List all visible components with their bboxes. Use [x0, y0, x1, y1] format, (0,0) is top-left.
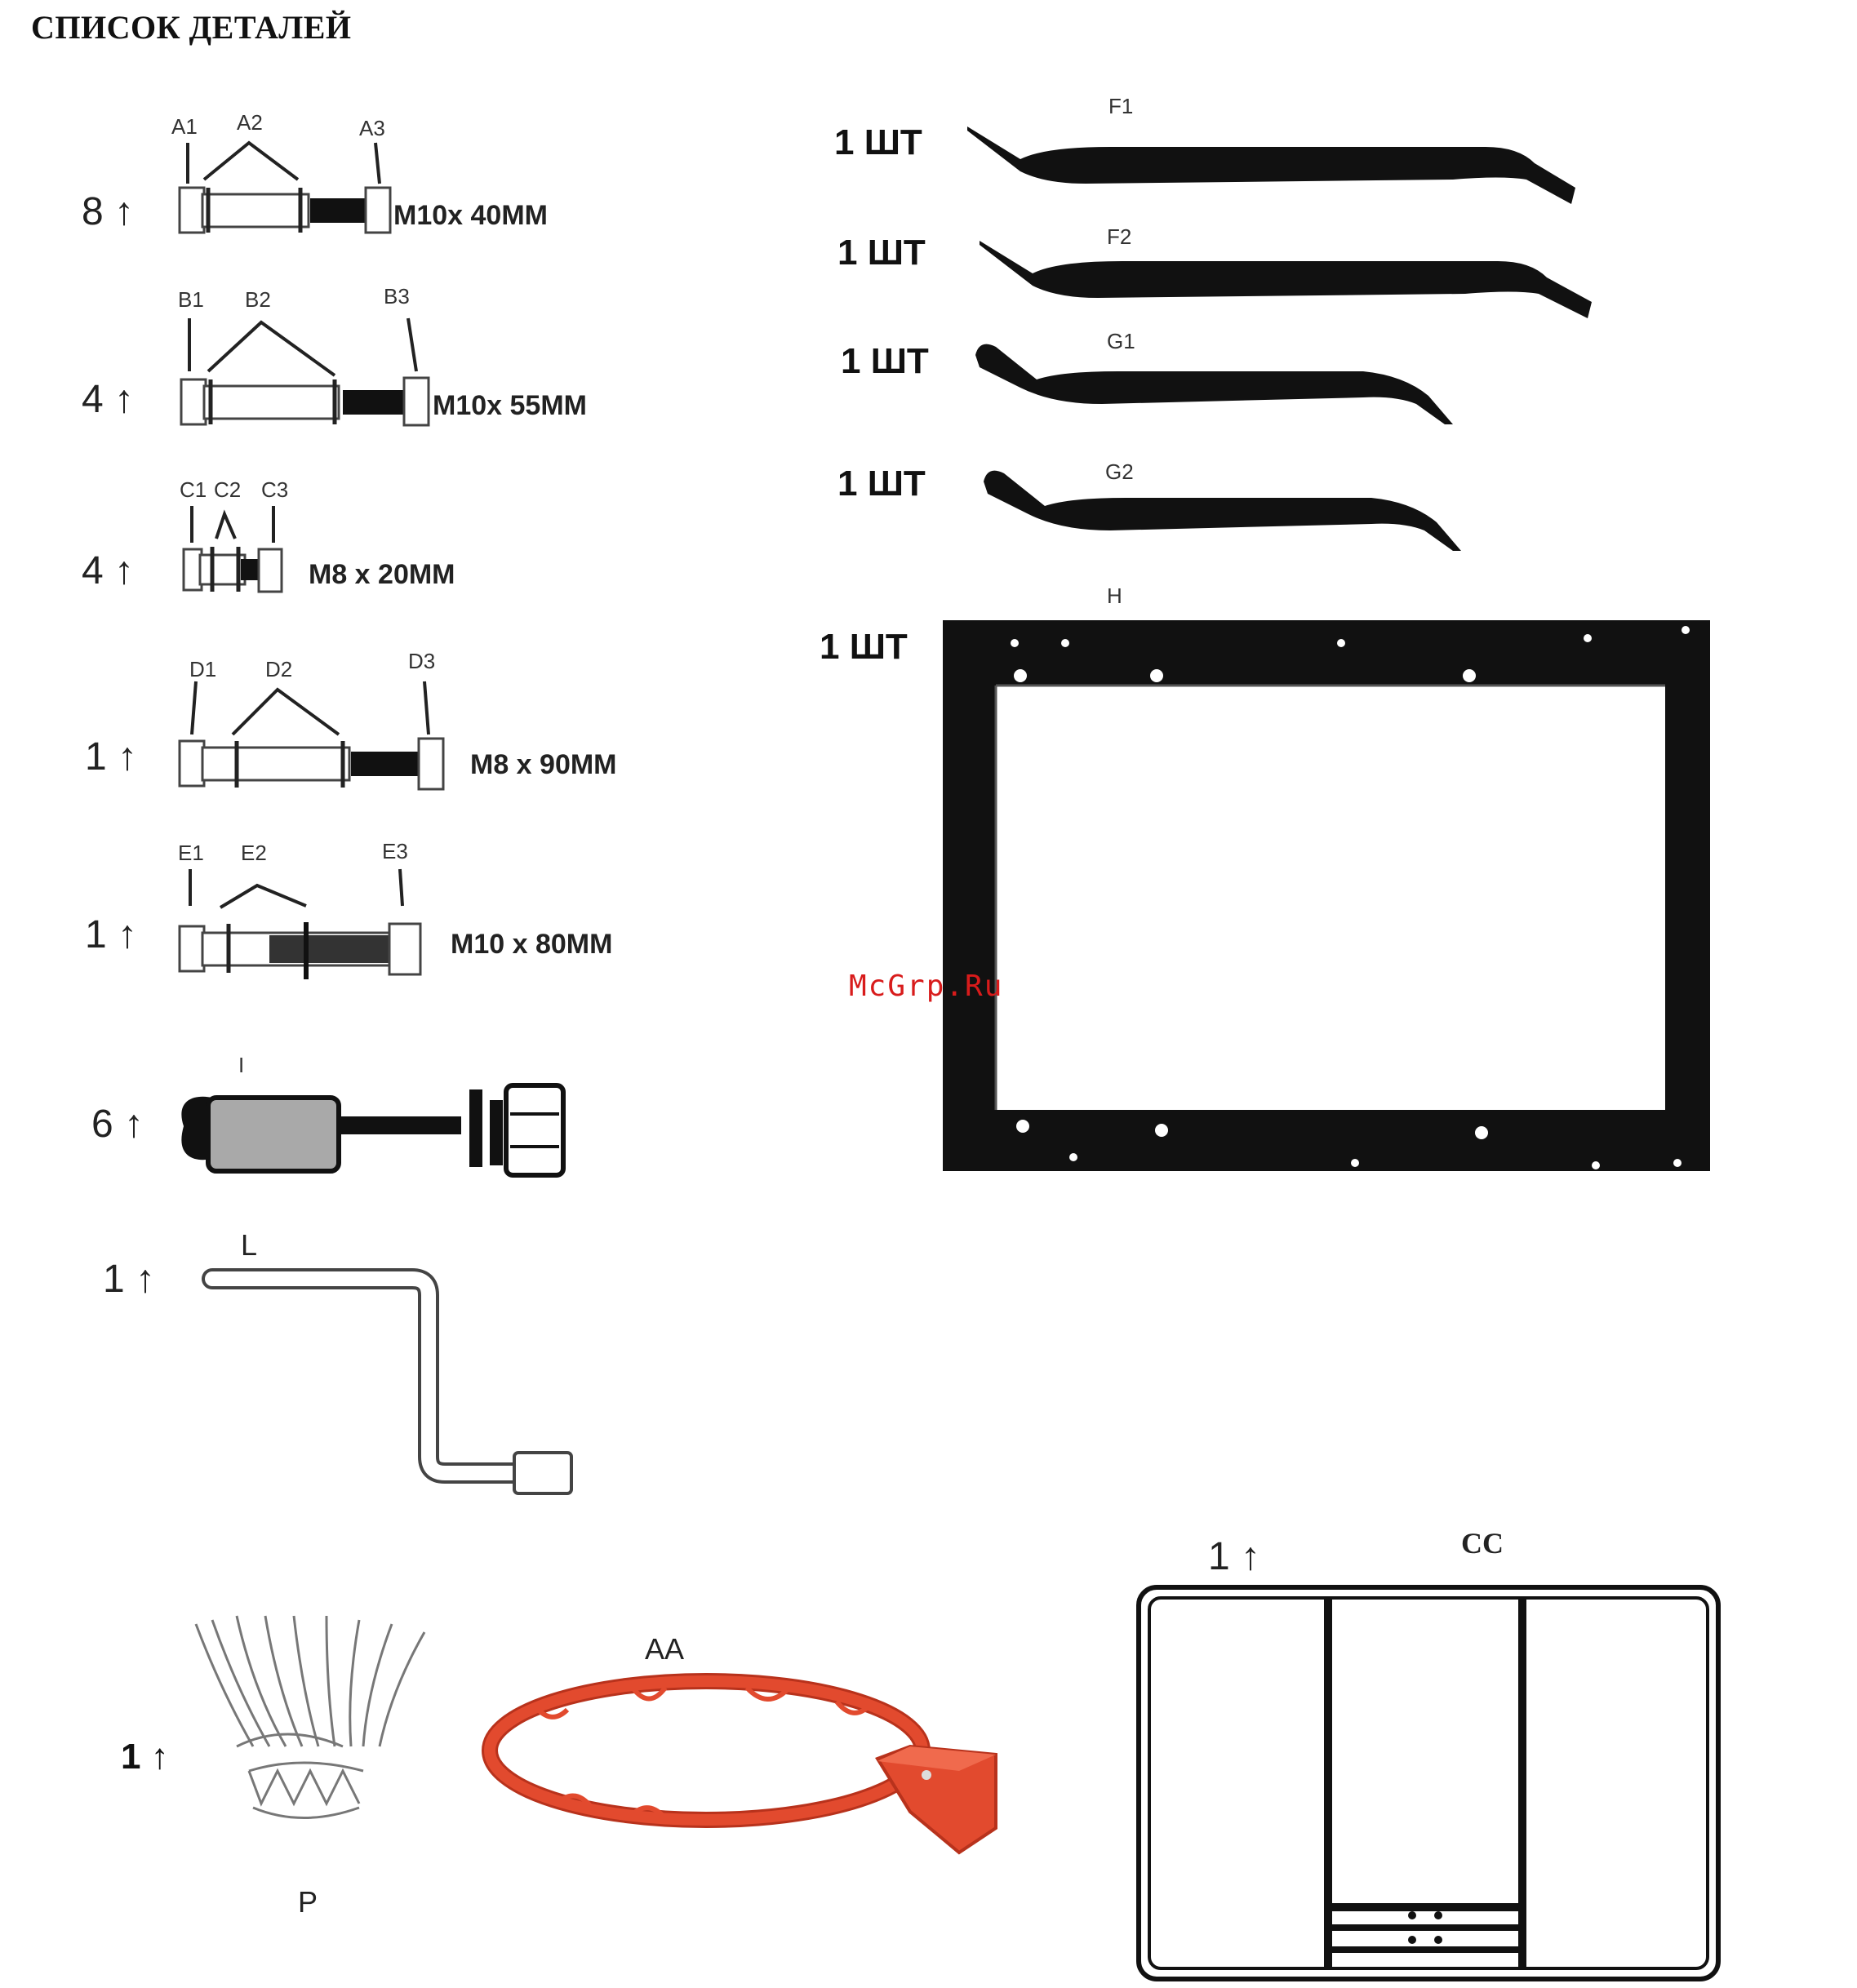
brace-g2-drawing — [980, 465, 1469, 555]
label-c3: C3 — [261, 477, 288, 503]
watermark: McGrp.Ru — [849, 970, 1003, 1003]
spec-bolt-a: M10x 40MM — [393, 200, 548, 232]
bolt-a-drawing — [163, 139, 400, 245]
label-cc: CC — [1461, 1526, 1504, 1560]
qty-brace-g1: 1 ШТ — [841, 341, 929, 382]
label-a2: A2 — [237, 110, 263, 135]
up-arrow-icon: ↑ — [104, 378, 134, 421]
brace-g1-drawing — [971, 339, 1461, 428]
label-b2: B2 — [245, 287, 271, 313]
up-arrow-icon: ↑ — [125, 1258, 155, 1301]
qty-value: 8 — [82, 190, 104, 233]
up-arrow-icon: ↑ — [113, 1103, 144, 1146]
qty-brace-f2: 1 ШТ — [837, 233, 926, 273]
up-arrow-icon: ↑ — [107, 735, 137, 779]
qty-bolt-a: 8 ↑ — [82, 189, 134, 234]
qty-brace-g2: 1 ШТ — [837, 464, 926, 504]
qty-value: 4 — [82, 549, 104, 592]
brace-f2-drawing — [975, 237, 1596, 326]
label-b1: B1 — [178, 287, 204, 313]
qty-spacer: 6 ↑ — [91, 1102, 144, 1147]
label-h: H — [1107, 584, 1122, 609]
qty-value: 1 — [103, 1258, 125, 1301]
label-e3: E3 — [382, 839, 408, 864]
qty-net: 1 ↑ — [121, 1737, 169, 1777]
label-e1: E1 — [178, 841, 204, 866]
label-i: I — [238, 1053, 244, 1078]
crank-handle-drawing — [192, 1257, 600, 1502]
qty-bolt-b: 4 ↑ — [82, 377, 134, 422]
spacer-drawing — [175, 1077, 567, 1183]
qty-bolt-d: 1 ↑ — [85, 734, 137, 779]
qty-brace-f1: 1 ШТ — [834, 122, 922, 163]
label-a3: A3 — [359, 116, 385, 141]
label-b3: B3 — [384, 284, 410, 309]
qty-value: 1 — [1208, 1535, 1230, 1578]
up-arrow-icon: ↑ — [1230, 1535, 1260, 1578]
qty-value: 1 — [85, 735, 107, 779]
bolt-b-drawing — [171, 314, 441, 437]
bolt-e-drawing — [175, 865, 437, 987]
qty-value: 4 — [82, 378, 104, 421]
page-title: СПИСОК ДЕТАЛЕЙ — [31, 8, 352, 47]
spec-bolt-b: M10x 55MM — [433, 390, 587, 422]
backboard-drawing — [1135, 1583, 1722, 1983]
spec-bolt-d: M8 x 90MM — [470, 749, 617, 781]
qty-crank: 1 ↑ — [103, 1257, 155, 1302]
label-d3: D3 — [408, 649, 435, 674]
up-arrow-icon: ↑ — [104, 190, 134, 233]
bolt-d-drawing — [175, 677, 453, 796]
qty-frame: 1 ШТ — [820, 627, 908, 668]
label-f1: F1 — [1108, 94, 1133, 119]
qty-bolt-e: 1 ↑ — [85, 912, 137, 957]
label-c1: C1 — [180, 477, 207, 503]
qty-value: 1 — [85, 913, 107, 956]
up-arrow-icon: ↑ — [107, 913, 137, 956]
up-arrow-icon: ↑ — [104, 549, 134, 592]
label-c2: C2 — [214, 477, 241, 503]
qty-value: 6 — [91, 1103, 113, 1146]
label-a1: A1 — [171, 114, 198, 140]
up-arrow-icon: ↑ — [140, 1737, 168, 1777]
brace-f1-drawing — [963, 122, 1584, 212]
qty-bolt-c: 4 ↑ — [82, 548, 134, 593]
qty-backboard: 1 ↑ — [1208, 1534, 1260, 1579]
spec-bolt-e: M10 x 80MM — [451, 929, 612, 961]
backboard-frame-drawing — [943, 620, 1718, 1179]
label-p: P — [298, 1885, 318, 1919]
qty-value: 1 — [121, 1737, 140, 1777]
bolt-c-drawing — [180, 502, 294, 600]
label-aa: AA — [645, 1632, 684, 1666]
label-e2: E2 — [241, 841, 267, 866]
basketball-rim-drawing — [486, 1665, 1008, 1861]
spec-bolt-c: M8 x 20MM — [309, 559, 455, 591]
basketball-net-drawing — [188, 1608, 433, 1877]
